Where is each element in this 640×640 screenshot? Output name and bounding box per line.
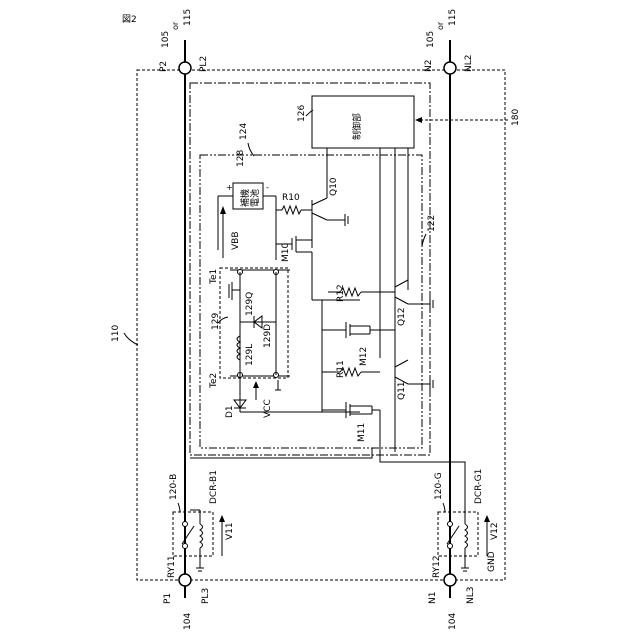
block-129-label: 129 <box>211 313 228 330</box>
figure-label: 図2 <box>122 14 137 25</box>
controller-ref: 126 <box>297 105 307 122</box>
aux-battery-label-1: 補機 <box>239 189 251 207</box>
aux-battery-plus: + <box>226 183 233 192</box>
label-q11: Q11 <box>397 381 407 400</box>
terminal-p2-label: P2 <box>159 61 169 72</box>
relay-ry11 <box>173 510 213 571</box>
label-r11: R11 <box>336 360 346 378</box>
label-d1: D1 <box>225 405 235 418</box>
label-129l: 129L <box>245 344 255 366</box>
aux-battery-ref: 128 <box>236 150 246 167</box>
label-129q: 129Q <box>245 292 255 316</box>
transistor-q10 <box>312 192 348 226</box>
terminal-n2-sub: NL2 <box>464 55 474 72</box>
mosfet-m11 <box>322 402 380 418</box>
controller-box <box>312 96 414 148</box>
label-r12: R12 <box>336 284 346 302</box>
terminal-p1-sub: PL3 <box>201 588 211 604</box>
relay-ry12-gnd: GND <box>487 551 497 572</box>
svg-text:180: 180 <box>511 109 521 126</box>
terminal-n2-ref2: 115 <box>448 9 458 26</box>
terminal-p2-or: or <box>171 21 180 30</box>
label-te1: Te1 <box>209 269 219 285</box>
label-q12: Q12 <box>397 307 407 326</box>
switch-129q <box>229 282 240 300</box>
aux-battery-label-2: 電池 <box>249 189 261 207</box>
terminal-n2-node <box>444 62 456 74</box>
terminal-p2-ref: 105 <box>161 31 171 48</box>
label-r10: R10 <box>282 193 300 203</box>
controller-label: 制御部 <box>351 113 363 140</box>
relay-ry12-ref: 120-G <box>434 472 444 500</box>
label-m11: M11 <box>357 423 367 442</box>
block-110-label: 110 <box>111 325 138 345</box>
label-m12: M12 <box>359 347 369 366</box>
svg-text:122: 122 <box>427 215 437 232</box>
terminal-p2-ref2: 115 <box>183 9 193 26</box>
transistor-q12 <box>395 280 433 310</box>
mosfet-m12 <box>322 322 395 338</box>
terminal-n2-label: N2 <box>424 60 434 72</box>
vbb-label: VBB <box>231 231 241 250</box>
terminal-n1-node <box>444 574 456 586</box>
label-m10: M10 <box>281 243 291 262</box>
terminal-n1-ref: 104 <box>448 613 458 630</box>
label-te2: Te2 <box>209 373 219 389</box>
terminal-n2-ref: 105 <box>426 31 436 48</box>
relay-ry11-name: RY11 <box>167 555 177 578</box>
relay-ry12-coil: DCR-G1 <box>474 469 484 504</box>
terminal-p1-node <box>179 574 191 586</box>
svg-text:124: 124 <box>239 123 249 140</box>
relay-ry12-name: RY12 <box>432 555 442 578</box>
terminal-p1-label: P1 <box>163 593 173 604</box>
terminal-n1-sub: NL3 <box>466 587 476 604</box>
relay-ry11-ref: 120-B <box>169 474 179 500</box>
resistor-r10 <box>282 206 301 214</box>
relay-ry11-coil: DCR-B1 <box>209 470 219 504</box>
relay-ry11-voltage: V11 <box>225 522 235 540</box>
label-vcc: VCC <box>263 399 273 418</box>
label-q10: Q10 <box>329 177 339 196</box>
label-129d: 129D <box>263 324 273 348</box>
terminal-p2-sub: PL2 <box>199 56 209 72</box>
terminal-p1-ref: 104 <box>183 613 193 630</box>
terminal-p2-node <box>179 62 191 74</box>
svg-text:110: 110 <box>111 325 121 342</box>
terminal-n1-label: N1 <box>428 592 438 604</box>
terminal-n2-or: or <box>436 21 445 30</box>
aux-battery-minus: - <box>266 183 269 192</box>
relay-ry12 <box>438 512 478 571</box>
relay-ry12-voltage: V12 <box>490 522 500 540</box>
